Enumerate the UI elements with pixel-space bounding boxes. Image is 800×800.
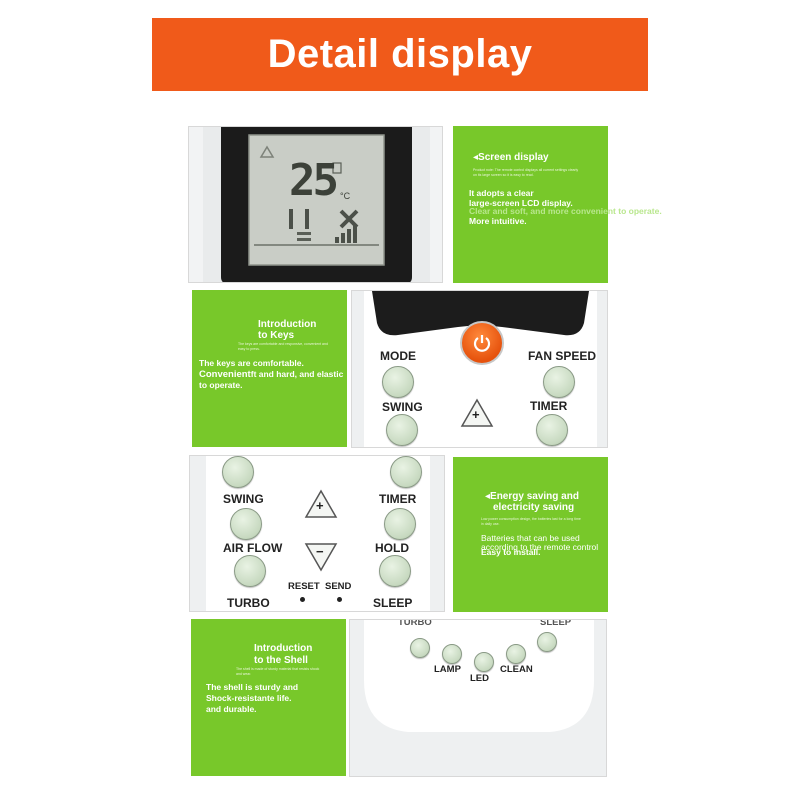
- hold-button[interactable]: [379, 555, 411, 587]
- lamp-label: LAMP: [434, 664, 461, 675]
- power-icon: [473, 335, 491, 352]
- screen-display-title: ◂Screen display: [473, 152, 549, 163]
- shell-intro-note: The shell is made of sturdy material tha…: [236, 667, 320, 676]
- keys-intro-body-1: The keys are comfortable.: [199, 358, 304, 368]
- lcd-remote-illustration: [189, 127, 442, 282]
- swing-button-mid[interactable]: [230, 508, 262, 540]
- lcd-temperature: 25: [289, 155, 339, 206]
- decrease-symbol: −: [316, 544, 324, 559]
- remote-mid-photo-panel: SWING + TIMER AIR FLOW − HOLD RESET SEND…: [189, 455, 445, 612]
- energy-saving-note: Low power consumption design, the batter…: [481, 517, 581, 526]
- fan-icon: [339, 209, 359, 229]
- timer-label: TIMER: [530, 399, 568, 413]
- top-left-button[interactable]: [222, 456, 254, 488]
- timer-button-mid[interactable]: [384, 508, 416, 540]
- keys-intro-body-3: to operate.: [199, 380, 243, 390]
- energy-saving-body-2: according to the remote control: [481, 542, 599, 552]
- screen-display-note: Product note: The remote control display…: [473, 168, 579, 177]
- energy-saving-title-2: electricity saving: [493, 502, 575, 513]
- clean-label: CLEAN: [500, 664, 533, 675]
- air-flow-label: AIR FLOW: [223, 541, 283, 555]
- air-flow-button[interactable]: [234, 555, 266, 587]
- increase-symbol: +: [316, 498, 324, 513]
- energy-saving-title-1: ◂Energy saving and: [485, 491, 579, 502]
- keys-intro-panel: Introduction to Keys The keys are comfor…: [192, 290, 347, 447]
- keys-intro-note: The keys are comfortable and responsive,…: [238, 342, 328, 351]
- page-title: Detail display: [267, 32, 533, 76]
- turbo-label: TURBO: [227, 596, 270, 610]
- decrease-button[interactable]: [304, 542, 338, 572]
- keys-intro-title-2: to Keys: [258, 330, 295, 341]
- swing-button[interactable]: [386, 414, 418, 446]
- lcd-photo-panel: 25 °C: [188, 126, 443, 283]
- screen-display-panel: ◂Screen display Product note: The remote…: [453, 126, 608, 283]
- swing-label: SWING: [382, 400, 423, 414]
- increase-button[interactable]: [304, 489, 338, 519]
- fan-speed-label: FAN SPEED: [528, 349, 597, 363]
- led-label: LED: [470, 673, 489, 684]
- sleep-label-bottom: SLEEP: [540, 619, 572, 628]
- temp-up-button[interactable]: [460, 398, 494, 428]
- recycle-icon: [259, 145, 275, 158]
- turbo-button-small[interactable]: [410, 638, 430, 658]
- led-button[interactable]: [474, 652, 494, 672]
- shell-intro-body-3: and durable.: [206, 704, 257, 714]
- shell-intro-title-2: to the Shell: [254, 655, 308, 666]
- send-button[interactable]: [337, 597, 342, 602]
- sleep-button-small[interactable]: [537, 632, 557, 652]
- remote-top-photo-panel: MODE FAN SPEED SWING + TIMER: [351, 290, 608, 448]
- lcd-unit: °C: [340, 191, 351, 201]
- mode-button[interactable]: [382, 366, 414, 398]
- power-button[interactable]: [460, 321, 504, 365]
- screen-display-body-1: It adopts a clear: [469, 188, 534, 198]
- arrow-left-icon: ◂: [473, 152, 479, 163]
- top-right-button[interactable]: [390, 456, 422, 488]
- remote-bottom-body: [350, 620, 606, 776]
- shell-intro-panel: Introduction to the Shell The shell is m…: [191, 619, 346, 776]
- screen-display-body-3: Clear and soft, and more convenient to o…: [469, 206, 662, 216]
- keys-intro-title-1: Introduction: [258, 319, 317, 330]
- mode-label: MODE: [380, 349, 416, 363]
- shell-intro-body-2: Shock-resistante life.: [206, 693, 292, 703]
- reset-label: RESET: [288, 581, 320, 592]
- fan-speed-button[interactable]: [543, 366, 575, 398]
- lamp-button[interactable]: [442, 644, 462, 664]
- keys-intro-body-2: Convenientft and hard, and elastic: [199, 369, 344, 380]
- energy-saving-body-1: Batteries that can be used: [481, 533, 580, 543]
- screen-display-body-4: More intuitive.: [469, 216, 527, 226]
- reset-button[interactable]: [300, 597, 305, 602]
- energy-saving-body-3: Easy to install.: [481, 547, 541, 557]
- clean-button[interactable]: [506, 644, 526, 664]
- energy-saving-panel: ◂Energy saving and electricity saving Lo…: [453, 457, 608, 612]
- temp-up-symbol: +: [472, 407, 480, 422]
- arrow-left-icon: ◂: [485, 491, 491, 502]
- send-label: SEND: [325, 581, 352, 592]
- timer-button[interactable]: [536, 414, 568, 446]
- sleep-label: SLEEP: [373, 596, 413, 610]
- swing-label-mid: SWING: [223, 492, 264, 506]
- shell-intro-body-1: The shell is sturdy and: [206, 682, 299, 692]
- shell-intro-title-1: Introduction: [254, 643, 313, 654]
- hold-label: HOLD: [375, 541, 409, 555]
- header-banner: Detail display: [152, 18, 648, 91]
- remote-bottom-photo-panel: TURBO SLEEP LAMP LED CLEAN: [349, 619, 607, 777]
- screen-display-body-2: large-screen LCD display.: [469, 198, 573, 208]
- turbo-label-bottom: TURBO: [398, 619, 432, 628]
- timer-label-mid: TIMER: [379, 492, 417, 506]
